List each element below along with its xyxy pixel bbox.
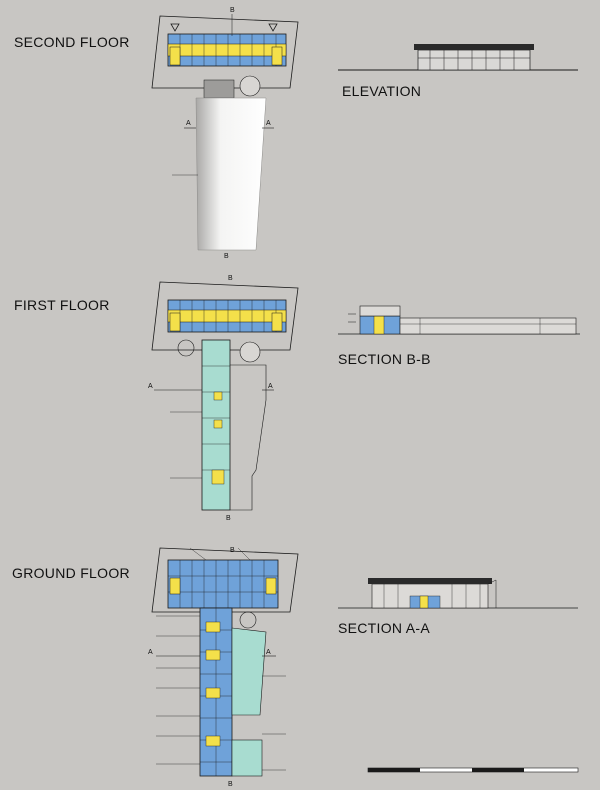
marker-b-ground-bottom: B (228, 781, 233, 788)
title-section-bb: SECTION B-B (338, 351, 431, 367)
marker-b-first-bottom: B (226, 515, 231, 522)
marker-b-second-top: B (230, 7, 235, 14)
section-bb-drawing (338, 305, 580, 335)
title-elevation: ELEVATION (342, 83, 422, 99)
marker-b-ground-top: B (230, 547, 235, 554)
marker-a-ground-right: A (266, 649, 271, 656)
marker-a-second-right: A (266, 120, 271, 127)
second-floor-plan (151, 14, 299, 251)
first-floor-plan (151, 281, 299, 511)
title-ground-floor: GROUND FLOOR (12, 565, 130, 581)
title-section-aa: SECTION A-A (338, 620, 430, 636)
title-second-floor: SECOND FLOOR (14, 34, 130, 50)
marker-b-second-bottom: B (224, 253, 229, 260)
elevation-drawing (338, 44, 578, 71)
marker-a-first-right: A (268, 383, 273, 390)
ground-floor-plan (151, 547, 299, 777)
scale-bar (367, 767, 579, 773)
marker-a-first-left: A (148, 383, 153, 390)
title-first-floor: FIRST FLOOR (14, 297, 110, 313)
section-aa-drawing (338, 578, 578, 609)
marker-b-first-top: B (228, 275, 233, 282)
marker-a-ground-left: A (148, 649, 153, 656)
marker-a-second-left: A (186, 120, 191, 127)
